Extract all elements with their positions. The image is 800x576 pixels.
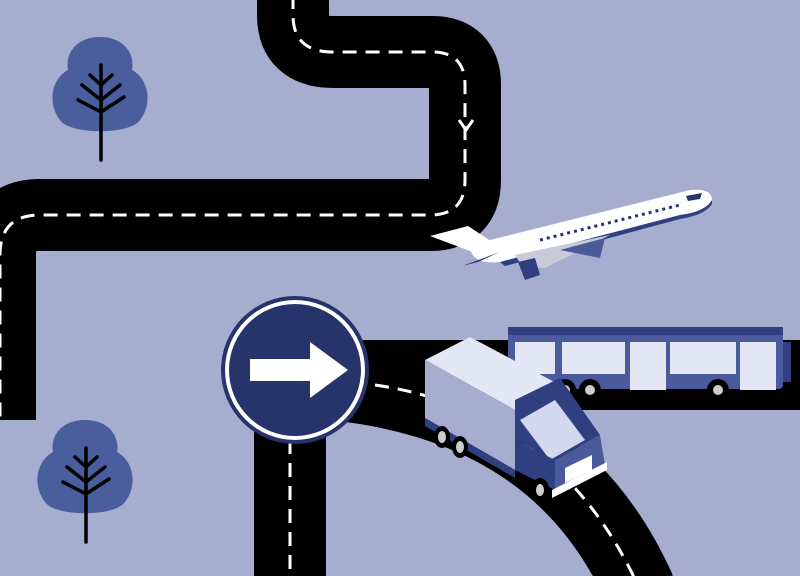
truck — [425, 337, 607, 502]
bus — [508, 327, 791, 401]
direction-sign-right-arrow-icon — [221, 296, 369, 444]
winding-road-top — [0, 0, 501, 420]
road-direction-arrow-icon — [457, 119, 475, 133]
road-center-dashes — [0, 0, 467, 420]
tree-bottom-left — [37, 420, 133, 544]
airplane — [430, 189, 712, 280]
tree-top-left — [52, 37, 148, 162]
